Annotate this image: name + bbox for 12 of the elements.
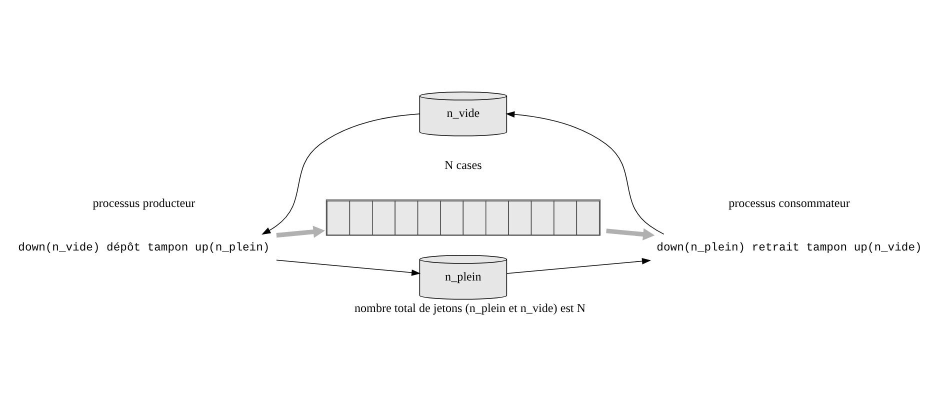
node-text: down(n_plein) retrait tampon up(n_vide) [656,242,922,255]
caption: nombre total de jetons (n_plein et n_vide) est N [354,301,586,316]
arrow [262,113,420,235]
arrow [506,258,652,274]
arrow [506,111,664,235]
arrow [276,226,325,238]
node-label: processus consommateur [728,196,850,210]
arrow [606,228,655,240]
label: N cases [444,158,482,172]
node-label: processus producteur [92,196,196,210]
node-text: down(n_vide) dépôt tampon up(n_plein) [18,242,270,255]
arrow [276,260,421,276]
